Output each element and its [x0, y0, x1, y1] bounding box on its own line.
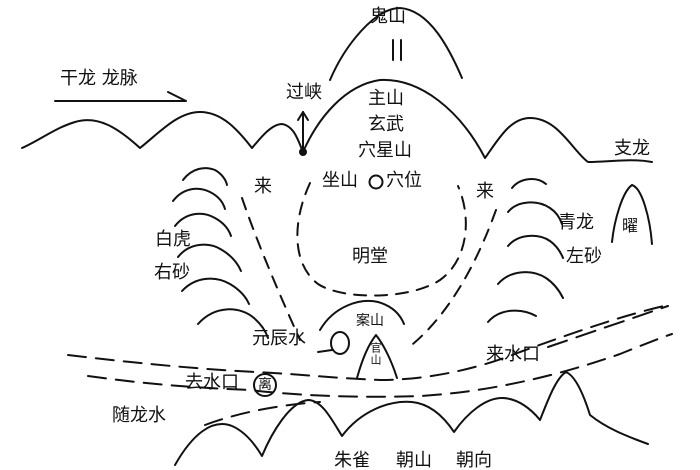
xue-wei-circle: [368, 174, 384, 190]
label-qing-long: 青龙: [558, 212, 594, 233]
main-ridge: [21, 78, 653, 163]
label-chao-shan: 朝山: [396, 450, 432, 470]
label-guan-shan: 官山: [369, 342, 382, 366]
right-ridge-3: [507, 234, 564, 259]
label-xuan-wu: 玄武: [368, 114, 404, 135]
sui-long-shui-curve: [204, 401, 321, 426]
label-gan-long-mai: 干龙 龙脉: [60, 68, 138, 89]
long-mai-arrow-head: [167, 91, 187, 102]
lai-right-dashed-line: [407, 209, 497, 349]
label-zhu-shan: 主山: [368, 88, 404, 109]
right-ridge-5: [487, 309, 537, 323]
label-zuo-shan: 坐山: [322, 170, 358, 191]
left-ridge-3: [174, 212, 232, 237]
right-dashed-line: [547, 305, 669, 348]
label-xue-wei: 穴位: [386, 170, 422, 191]
label-qu-shui-kou: 去水口: [185, 372, 239, 393]
label-zuo-sha: 左砂: [566, 246, 602, 267]
label-lai-right: 来: [476, 181, 494, 202]
upper-water-dashed-line: [67, 304, 669, 381]
label-yuan-chen-shui: 元辰水: [252, 328, 306, 349]
label-sui-long-shui: 随龙水: [112, 405, 166, 426]
lower-water-dashed-line: [87, 333, 673, 398]
ming-tang-basin: [296, 182, 467, 297]
yuan-chen-shui-dash: [317, 349, 333, 353]
right-ridge-4: [497, 271, 564, 299]
label-bai-hu: 白虎: [155, 229, 191, 250]
label-li: 离: [258, 377, 272, 393]
guo-xia-arrow-head: [297, 111, 309, 121]
label-guo-xia: 过峡: [286, 82, 322, 103]
label-lai-left: 来: [254, 176, 272, 197]
left-ridge-5: [181, 277, 250, 305]
label-lai-shui-kou: 来水口: [486, 344, 540, 365]
li-circle: [253, 373, 277, 397]
label-xue-xing-shan: 穴星山: [358, 140, 412, 161]
label-ming-tang: 明堂: [352, 246, 388, 267]
left-ridge-4: [177, 243, 242, 272]
yuan-chen-shui-oval: [330, 331, 350, 355]
label-chao-xiang: 朝向: [456, 450, 492, 470]
label-an-shan: 案山: [356, 313, 384, 329]
label-zhu-que: 朱雀: [334, 450, 370, 470]
guan-shan-peak: [356, 334, 398, 379]
label-gui-shan: 鬼山: [370, 6, 406, 27]
left-ridge-1: [182, 167, 228, 186]
left-ridge-2: [172, 187, 226, 210]
lai-left-dashed-line: [241, 197, 301, 341]
gui-shan-peak: [329, 7, 463, 81]
label-you-sha: 右砂: [154, 262, 190, 283]
label-yao: 曜: [622, 216, 639, 235]
yao-peak: [611, 184, 653, 245]
bottom-ridge: [174, 371, 649, 466]
right-ridge-2: [507, 201, 563, 225]
left-ridge-6: [197, 308, 269, 339]
right-ridge-1: [511, 178, 547, 189]
label-zhi-long: 支龙: [614, 138, 650, 159]
an-shan-peak: [319, 300, 405, 331]
